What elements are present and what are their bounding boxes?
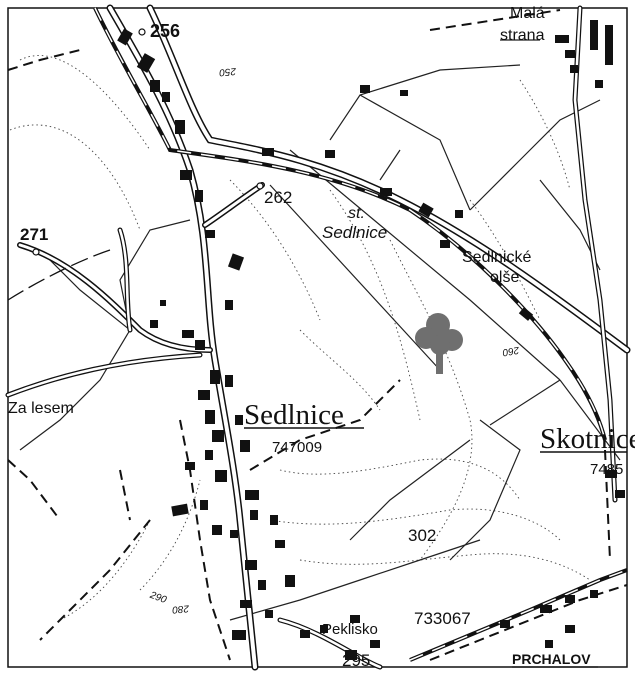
- spot-height-262-marker: [256, 182, 264, 190]
- label-sedlnice-code: 747009: [272, 439, 322, 456]
- contour-lines: [9, 55, 591, 621]
- label-mala-strana-2: strana: [500, 27, 545, 44]
- label-sedlnice: Sedlnice: [244, 399, 344, 431]
- stream: [7, 249, 111, 301]
- label-mala-strana-1: Malá: [510, 5, 545, 22]
- label-prchalov: PRCHALOV: [512, 651, 591, 667]
- label-elev-256: 256: [150, 21, 180, 41]
- label-za-lesem: Za lesem: [8, 400, 74, 417]
- label-elev-271: 271: [20, 225, 48, 244]
- label-733067: 733067: [414, 609, 471, 628]
- map-labels: Malá strana 256 262 271 st. Sedlnice Sed…: [8, 5, 635, 670]
- label-elev-262: 262: [264, 188, 292, 207]
- label-elev-295: 295: [342, 651, 370, 670]
- label-skotnice: Skotnice: [540, 423, 635, 455]
- contour-label-260: 260: [501, 344, 521, 358]
- roads: [5, 4, 631, 671]
- label-elev-302: 302: [408, 526, 436, 545]
- label-st: st.: [348, 205, 365, 222]
- memorial-tree-icon: [415, 313, 463, 374]
- spot-height-256-marker: [138, 28, 146, 36]
- label-st-sedlnice: Sedlnice: [322, 223, 387, 242]
- buildings: [117, 20, 625, 660]
- label-olse: olše: [490, 269, 519, 286]
- label-sedlnicke: Sedlnické: [462, 249, 531, 266]
- contour-label-280: 280: [171, 602, 190, 615]
- contour-label-250: 250: [218, 65, 237, 78]
- spot-height-271-marker: [32, 248, 40, 256]
- railway: [93, 7, 628, 662]
- map-frame: [7, 7, 628, 668]
- label-peklisko: Peklisko: [322, 621, 378, 638]
- label-skotnice-code: 7485: [590, 461, 623, 478]
